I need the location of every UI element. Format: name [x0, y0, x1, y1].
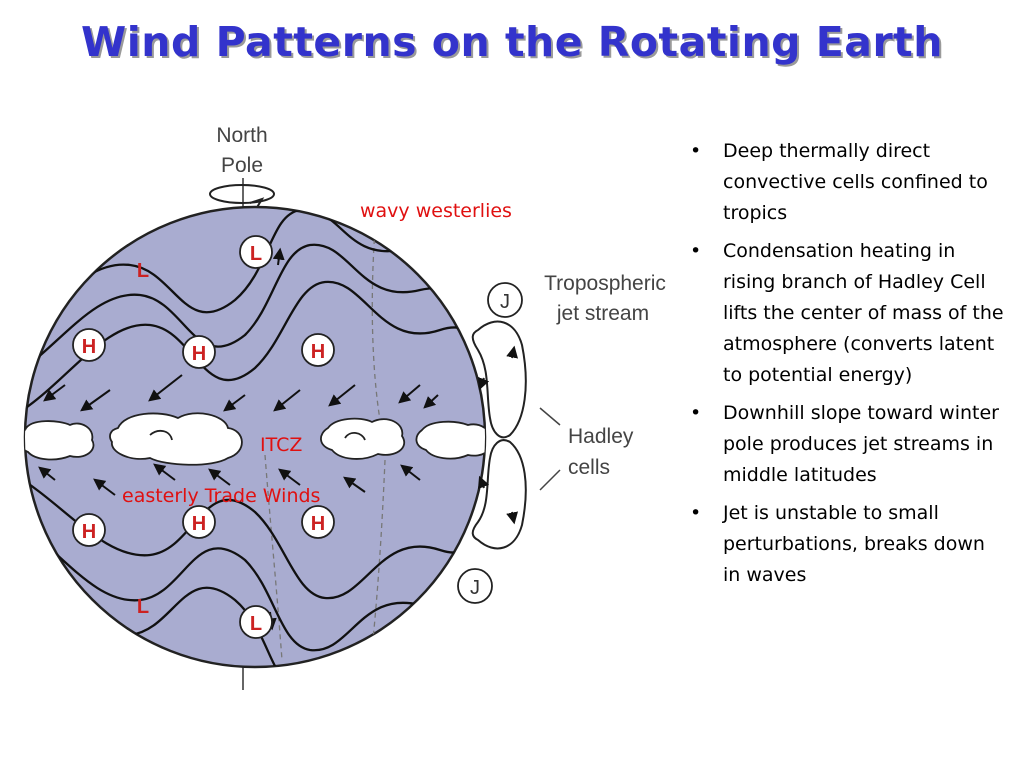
- itcz-annotation: ITCZ: [260, 434, 303, 456]
- svg-text:L: L: [250, 613, 262, 635]
- wavy-westerlies-annotation: wavy westerlies: [360, 200, 512, 222]
- svg-text:J: J: [470, 577, 480, 599]
- jet-stream-label-line2: jet stream: [556, 302, 649, 325]
- rotation-arrow-icon: [209, 184, 275, 204]
- low-symbol-south: L: [239, 605, 273, 639]
- north-pole-label-line2: Pole: [221, 154, 263, 177]
- svg-text:L: L: [137, 260, 149, 282]
- trade-winds-annotation: easterly Trade Winds: [122, 485, 321, 507]
- trade-wind-arrows-south: [38, 463, 421, 496]
- bullet-icon: •: [690, 502, 702, 524]
- bullet-icon: •: [690, 402, 702, 424]
- svg-text:H: H: [82, 521, 96, 543]
- hadley-cell-loops: [471, 320, 527, 550]
- bullet-item: •Condensation heating in rising branch o…: [690, 236, 1008, 391]
- svg-text:H: H: [82, 336, 96, 358]
- jet-stream-label: Tropospheric: [544, 272, 666, 295]
- svg-text:H: H: [311, 341, 325, 363]
- trade-wind-arrows-north: [43, 374, 439, 412]
- svg-text:L: L: [250, 243, 262, 265]
- wind-pattern-diagram: L L L L H H H H H H North Pole Troposphe…: [23, 124, 666, 690]
- bullet-icon: •: [690, 140, 702, 162]
- svg-text:J: J: [500, 291, 510, 313]
- jet-symbol-south: J: [457, 568, 493, 604]
- hadley-cells-label: Hadley: [568, 425, 634, 448]
- svg-text:L: L: [137, 596, 149, 618]
- bullet-item: •Deep thermally direct convective cells …: [690, 136, 1008, 229]
- jet-symbol-north: J: [487, 282, 523, 318]
- svg-text:H: H: [192, 343, 206, 365]
- svg-text:H: H: [192, 513, 206, 535]
- bullet-item: •Jet is unstable to small perturbations,…: [690, 498, 1008, 591]
- north-pole-label: North: [216, 124, 267, 147]
- slide-title: Wind Patterns on the Rotating Earth: [81, 18, 943, 66]
- svg-text:H: H: [311, 513, 325, 535]
- bullet-item: •Downhill slope toward winter pole produ…: [690, 398, 1008, 491]
- bullet-icon: •: [690, 240, 702, 262]
- itcz-clouds: [25, 412, 485, 466]
- pressure-symbols: L L L L H H H H H H: [72, 235, 335, 639]
- hadley-cells-label-line2: cells: [568, 456, 610, 479]
- bullet-list: •Deep thermally direct convective cells …: [690, 136, 1008, 598]
- low-symbol-north: L: [239, 235, 273, 269]
